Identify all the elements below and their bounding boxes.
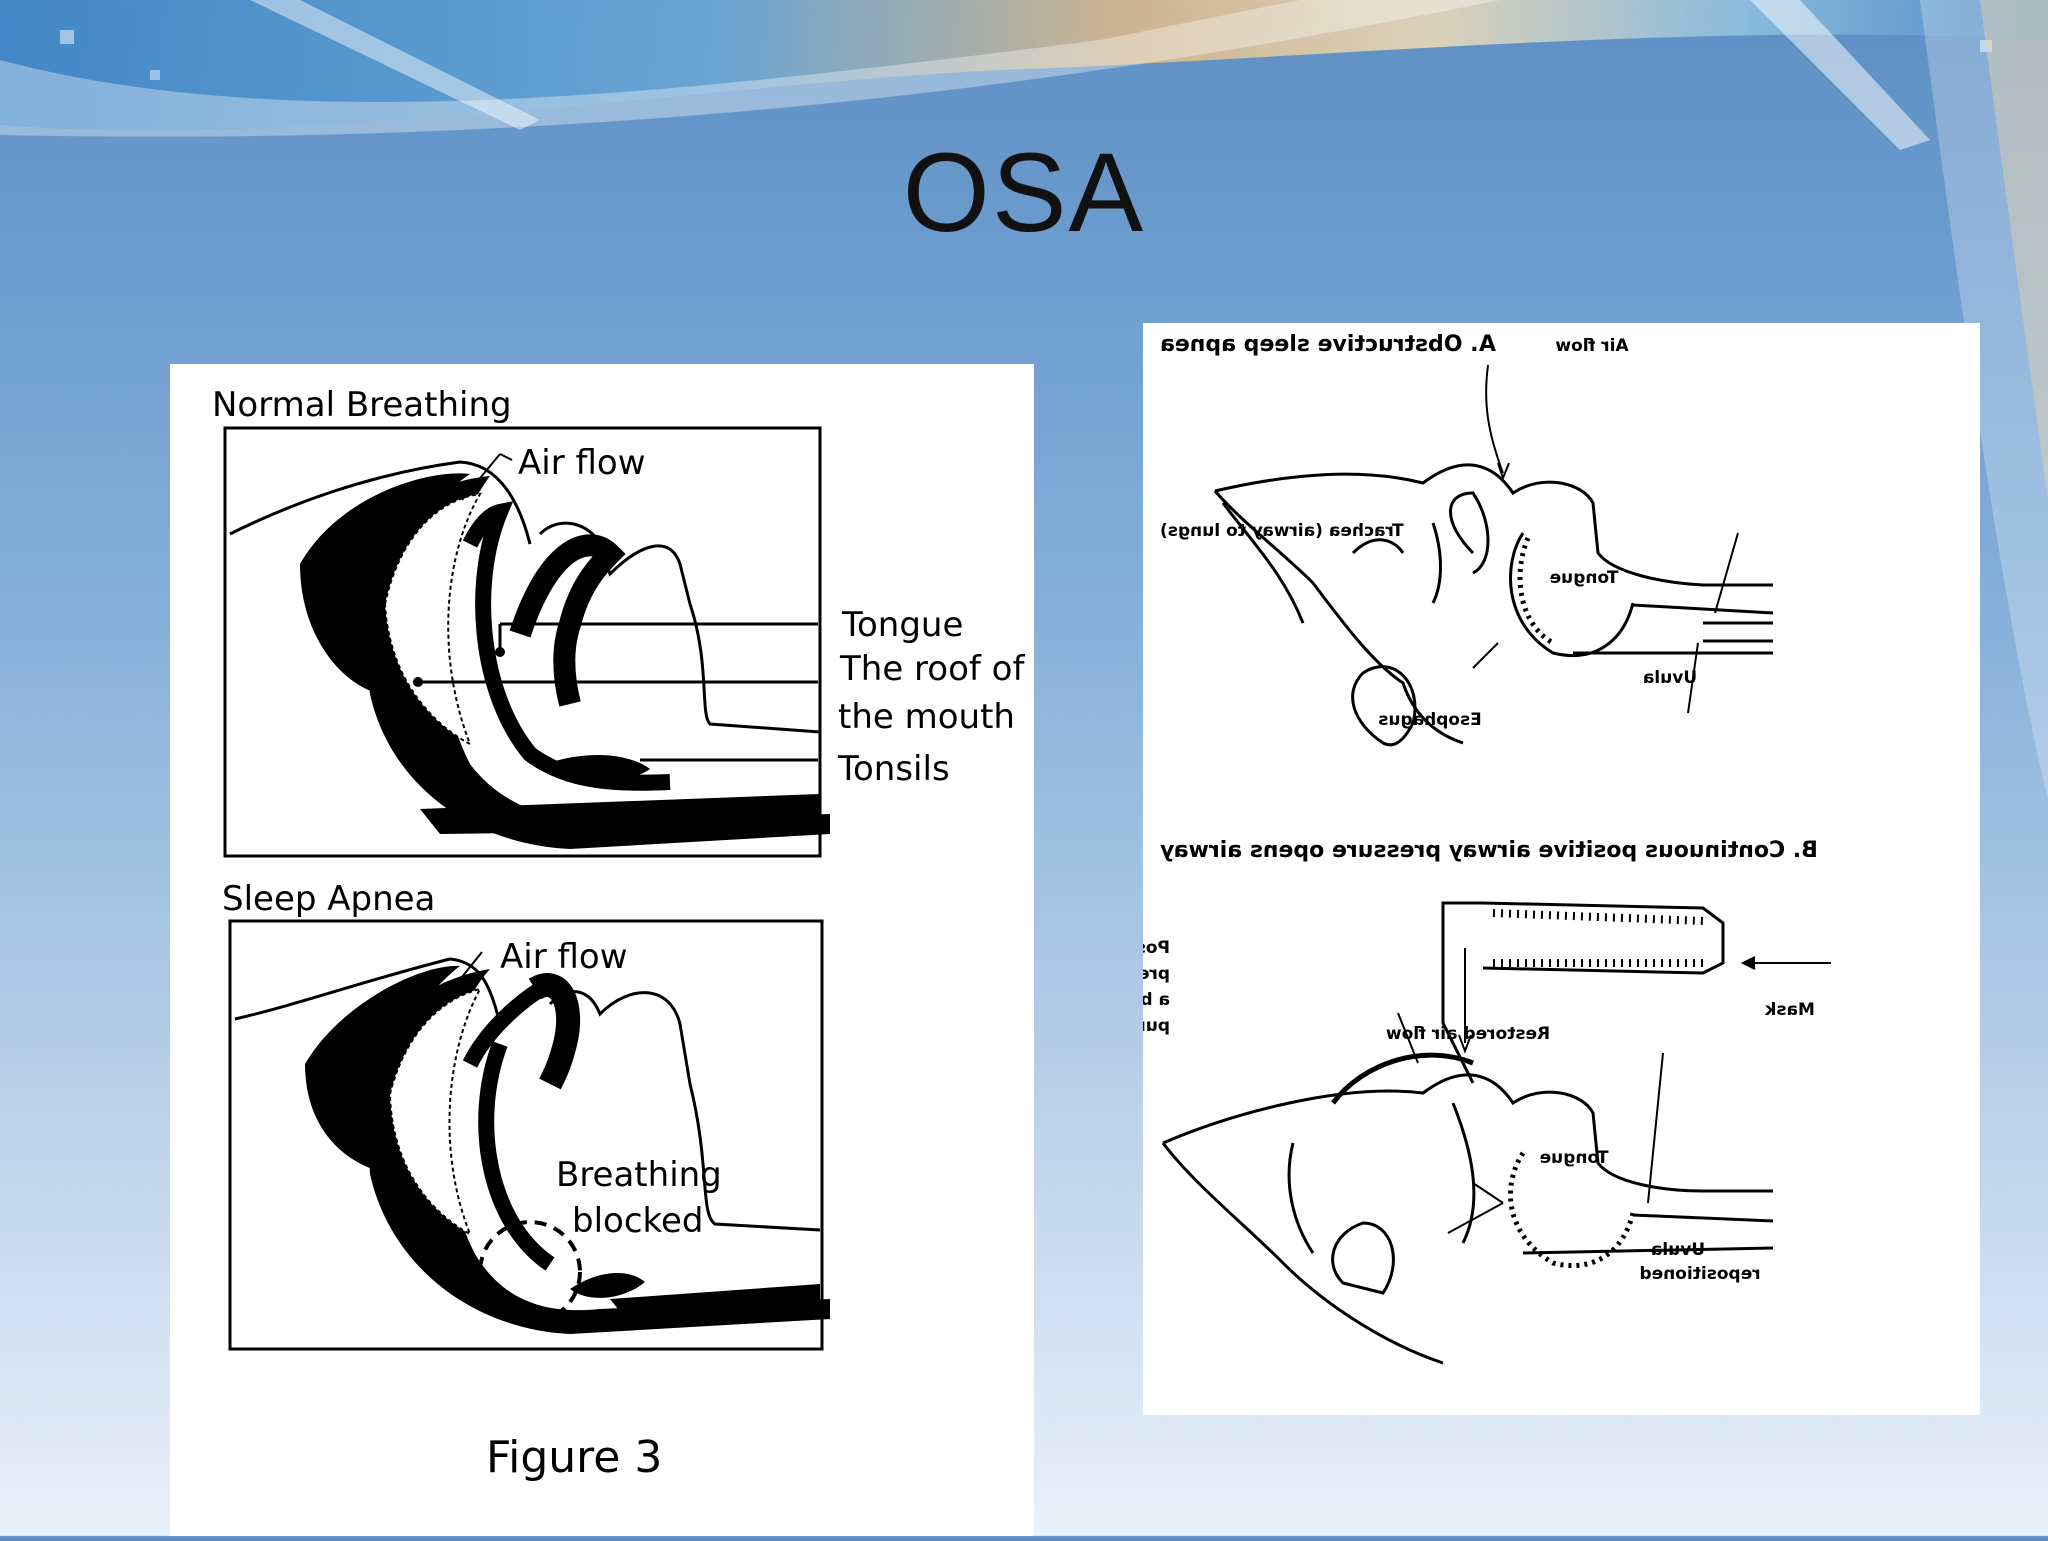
obstructive-apnea-head-illustration: [1213, 463, 1774, 747]
uvula-label-b-line1: Uvula: [1651, 1240, 1705, 1260]
apnea-airway-illustration: [234, 957, 830, 1334]
airway-diagram-left: Normal Breathing Air flow Tongue The roo…: [212, 385, 1025, 1483]
figure-caption: Figure 3: [486, 1432, 662, 1483]
pump-label-line4: pump: [1143, 1016, 1170, 1036]
tongue-label-b: Tongue: [1540, 1148, 1609, 1168]
panel-a-leaders: [1472, 364, 1739, 714]
header-banner: [0, 0, 2048, 180]
cpap-diagram: A. Obstructive sleep apnea Air flow Trac…: [1035, 332, 1831, 1365]
normal-breathing-heading: Normal Breathing: [212, 385, 512, 425]
trachea-label: Trachea (airway to lungs): [1160, 521, 1404, 541]
right-figure-panel: A. Obstructive sleep apnea Air flow Trac…: [1035, 323, 1980, 1415]
apnea-frame: [228, 919, 824, 1351]
sleep-apnea-heading: Sleep Apnea: [222, 879, 435, 919]
pump-label-line2: pressure from: [1143, 964, 1170, 984]
restored-airflow-label: Restored air flow: [1386, 1024, 1550, 1044]
normal-airflow-label: Air flow: [518, 443, 646, 483]
tongue-label-a: Tongue: [1550, 568, 1619, 588]
slide-title: OSA: [902, 130, 1146, 255]
breathing-blocked-line1: Breathing: [556, 1155, 722, 1195]
heading-a: A. Obstructive sleep apnea: [1160, 332, 1496, 357]
blockage-circle: [478, 1220, 582, 1324]
esophagus-label: Esophagus: [1378, 710, 1482, 730]
tongue-label: Tongue: [841, 605, 963, 645]
airflow-label-a: Air flow: [1555, 336, 1629, 356]
panel-b-leaders: [1397, 948, 1831, 1234]
pump-label-line1: Positive air: [1143, 938, 1170, 958]
roof-label-line2: the mouth: [838, 697, 1015, 737]
right-decoration: [1920, 0, 2048, 800]
tonsils-label: Tonsils: [837, 749, 950, 789]
left-figure-panel: Normal Breathing Air flow Tongue The roo…: [170, 364, 1034, 1536]
mask-label: Mask: [1764, 1000, 1815, 1020]
pump-label-line3: a bedside: [1143, 990, 1170, 1010]
uvula-label-a: Uvula: [1643, 668, 1697, 688]
normal-airway-illustration: [229, 460, 830, 849]
uvula-label-b-line2: repositioned: [1639, 1264, 1760, 1284]
cpap-head-illustration: [1161, 901, 1774, 1365]
apnea-airflow-label: Air flow: [500, 937, 628, 977]
roof-label-line1: The roof of: [839, 649, 1025, 689]
normal-frame: [223, 426, 822, 858]
heading-b: B. Continuous positive airway pressure o…: [1160, 838, 1818, 863]
breathing-blocked-line2: blocked: [572, 1201, 704, 1241]
